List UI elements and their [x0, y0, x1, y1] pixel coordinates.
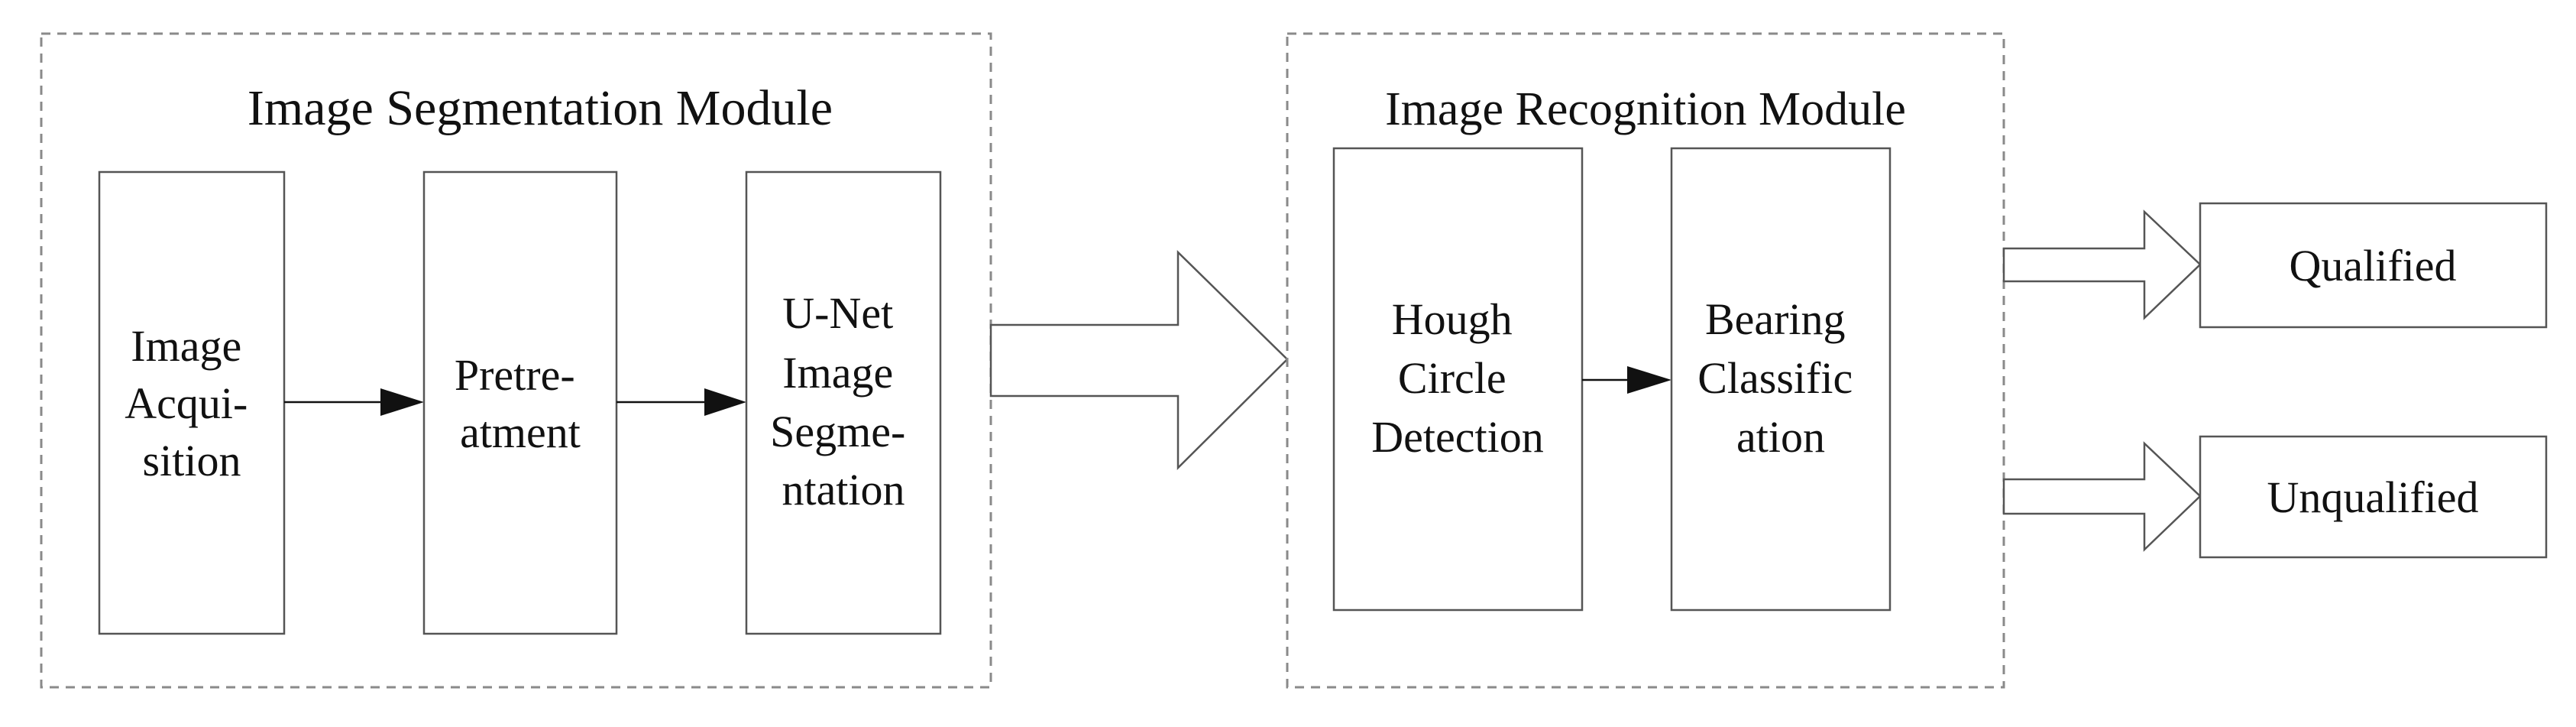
step-pretreatment-line-1: Pretre- — [455, 350, 575, 400]
step-hough-line-2: Circle — [1398, 353, 1506, 403]
step-image-acquisition-line-1: Image — [131, 321, 241, 371]
step-unet-line-4: ntation — [782, 465, 905, 514]
step-hough-line-3: Detection — [1371, 412, 1543, 462]
step-unet-line-3: Segme- — [770, 407, 905, 456]
step-pretreatment-line-2: atment — [460, 407, 581, 457]
segmentation-module-title: Image Segmentation Module — [248, 80, 833, 136]
arrowhead-pretreatment-to-unet — [704, 388, 746, 416]
step-hough-line-1: Hough — [1392, 294, 1513, 344]
recognition-module-title: Image Recognition Module — [1385, 83, 1906, 135]
step-hough-circle-detection-label: Hough Circle Detection — [1371, 294, 1543, 462]
step-hough-circle-detection: Hough Circle Detection — [1332, 147, 1584, 612]
step-image-acquisition-box — [98, 170, 286, 635]
step-hough-circle-detection-box — [1332, 147, 1584, 612]
arrowhead-hough-to-classification — [1627, 366, 1671, 394]
step-unet-line-2: Image — [782, 348, 893, 398]
step-bearing-line-2: Classific — [1697, 353, 1853, 403]
arrowhead-acquisition-to-pretreatment — [380, 388, 424, 416]
step-pretreatment-label: Pretre- atment — [455, 350, 586, 457]
step-bearing-classification: Bearing Classific ation — [1670, 147, 1892, 612]
step-bearing-classification-box — [1670, 147, 1892, 612]
output-arrow-unqualified — [2002, 441, 2202, 552]
module-transfer-arrow — [989, 250, 1289, 471]
output-qualified-label: Qualified — [2289, 241, 2456, 290]
step-unet-segmentation: U-Net Image Segme- ntation — [745, 170, 942, 635]
output-unqualified: Unqualified — [2199, 435, 2548, 559]
step-unet-segmentation-label: U-Net Image Segme- ntation — [770, 288, 917, 514]
step-pretreatment-box — [422, 170, 618, 635]
step-image-acquisition-line-2: Acqui- — [125, 378, 248, 428]
step-bearing-line-1: Bearing — [1705, 294, 1846, 344]
step-bearing-classification-label: Bearing Classific ation — [1697, 294, 1863, 462]
output-qualified: Qualified — [2199, 202, 2548, 329]
output-unqualified-box — [2199, 435, 2548, 559]
recognition-module: Image Recognition Module Hough Circle De… — [1286, 32, 2005, 689]
step-unet-line-1: U-Net — [782, 288, 893, 338]
step-image-acquisition-line-3: sition — [143, 436, 241, 485]
step-image-acquisition-label: Image Acqui- sition — [125, 321, 259, 485]
step-bearing-line-3: ation — [1736, 412, 1825, 462]
step-image-acquisition: Image Acqui- sition — [98, 170, 286, 635]
output-arrow-qualified — [2002, 209, 2202, 320]
output-qualified-box — [2199, 202, 2548, 329]
step-unet-segmentation-box — [745, 170, 942, 635]
recognition-module-frame — [1286, 32, 2005, 689]
step-pretreatment: Pretre- atment — [422, 170, 618, 635]
output-unqualified-label: Unqualified — [2267, 472, 2478, 522]
segmentation-module: Image Segmentation Module Image Acqui- s… — [40, 32, 992, 689]
